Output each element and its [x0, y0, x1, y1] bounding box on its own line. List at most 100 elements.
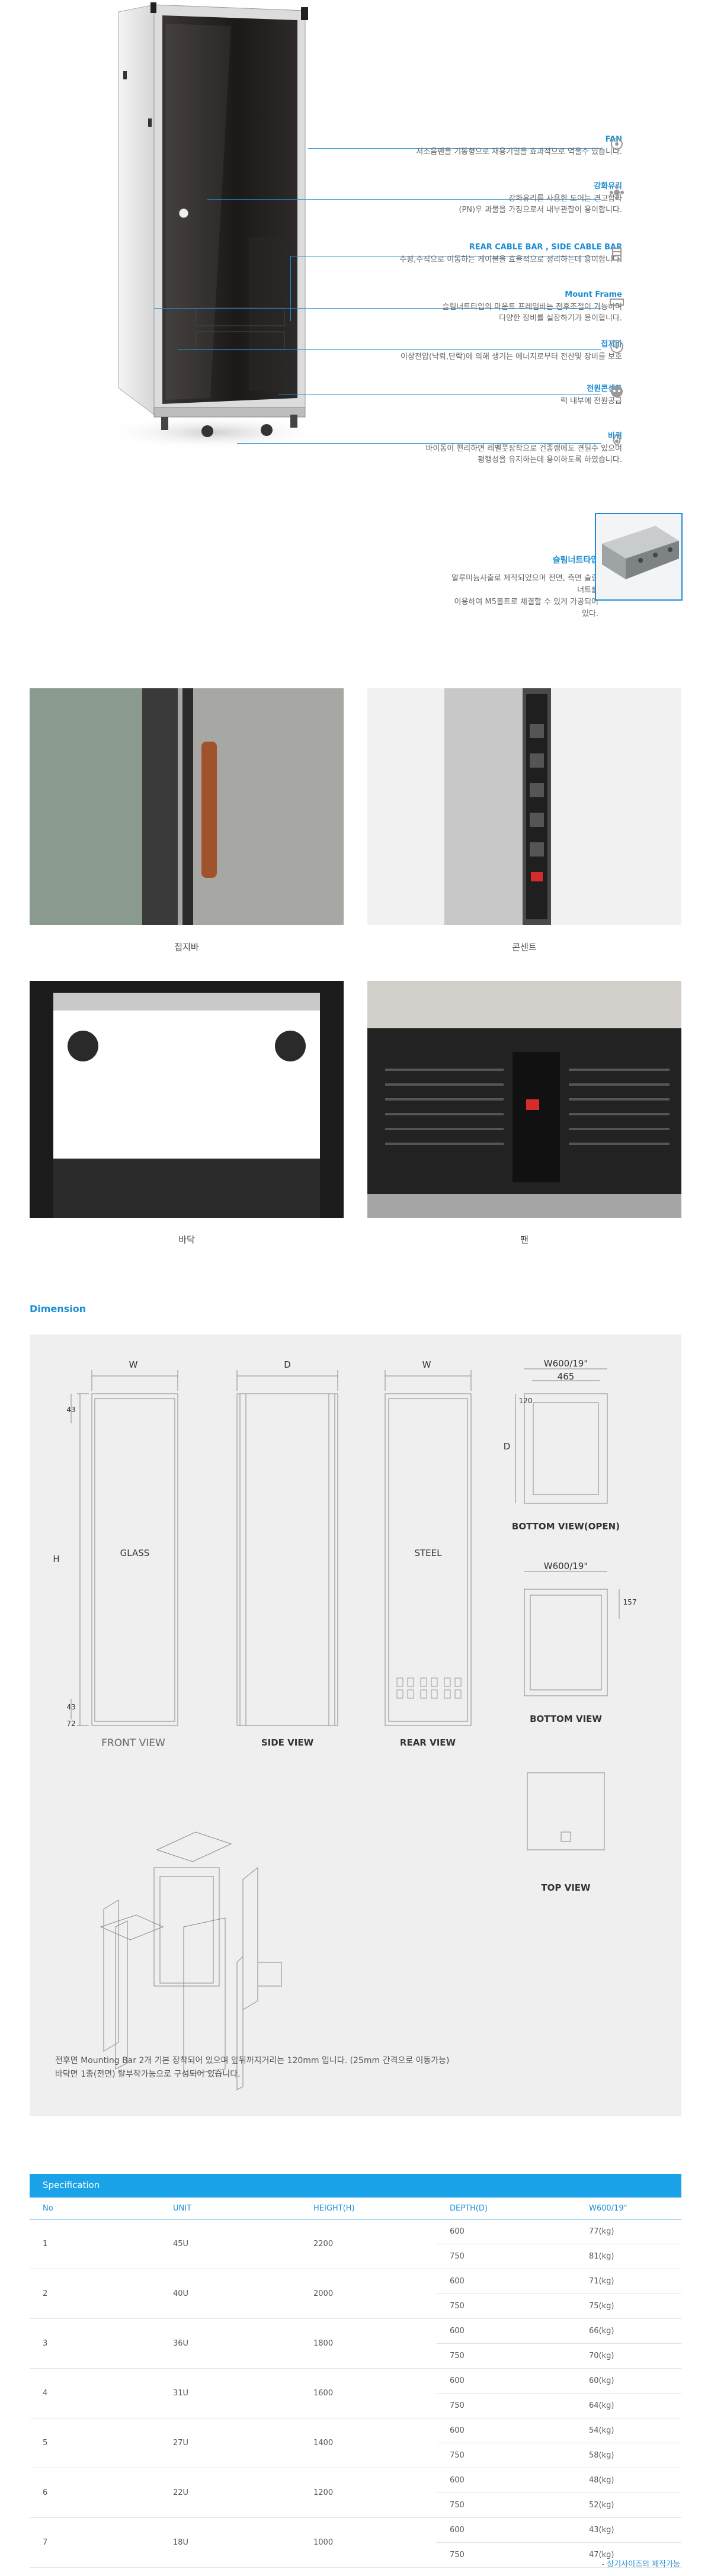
header-unit: UNIT — [160, 2198, 300, 2219]
cell-no: 3 — [30, 2318, 160, 2369]
feature-title: FAN — [605, 135, 622, 144]
cell-depth: 750 — [437, 2244, 576, 2269]
slim-nut-title: 슬림너트타입 — [552, 556, 598, 565]
cell-unit: 18U — [160, 2517, 300, 2568]
bottom-view-open-label: BOTTOM VIEW(OPEN) — [511, 1521, 620, 1532]
feature-desc: 랙 내부에 전원공급 — [561, 397, 622, 406]
cell-height: 2000 — [300, 2269, 437, 2319]
leader-line — [237, 443, 601, 444]
cell-weight: 48(kg) — [576, 2468, 681, 2493]
cell-depth: 750 — [437, 2443, 576, 2468]
cell-weight: 54(kg) — [576, 2418, 681, 2443]
spec-title-bar: Specification — [30, 2174, 681, 2198]
top-view-label: TOP VIEW — [541, 1882, 591, 1893]
cell-unit: 27U — [160, 2418, 300, 2468]
cell-unit: 45U — [160, 2219, 300, 2269]
mount-frame-icon — [609, 294, 624, 310]
feature-desc: 바이동이 편리하면 레벨풋장착으로 건종랭에도 견딜수 있으며 평행성을 유지하… — [425, 444, 622, 464]
mark-glass: GLASS — [120, 1548, 150, 1558]
cell-height: 1800 — [300, 2318, 437, 2369]
bottom-view-label: BOTTOM VIEW — [530, 1714, 602, 1724]
cell-no: 7 — [30, 2517, 160, 2568]
cell-depth: 750 — [437, 2492, 576, 2518]
dimension-title: Dimension — [30, 1303, 87, 1314]
mark-43: 43 — [66, 1406, 76, 1414]
feature-ground-bar: 접지바 이상전압(낙뢰,단락)에 의해 생기는 에너지로부터 전산및 장비를 보… — [314, 338, 622, 362]
photo-caption: 바닥 — [178, 1234, 195, 1245]
cell-depth: 750 — [437, 2293, 576, 2319]
cell-height: 1400 — [300, 2418, 437, 2468]
cell-no: 5 — [30, 2418, 160, 2468]
photo-bottom — [30, 981, 344, 1218]
cell-weight: 75(kg) — [576, 2293, 681, 2319]
cell-weight: 60(kg) — [576, 2368, 681, 2394]
mark-w600: W600/19" — [543, 1358, 588, 1369]
mark-465: 465 — [557, 1371, 575, 1382]
photo-outlet — [367, 688, 681, 925]
feature-desc: 강화유리를 사용한 도어는 견고함과 (PN)우 과물을 가징으로서 내부관찰이… — [459, 194, 622, 214]
mark-d: D — [503, 1441, 511, 1452]
cell-weight: 66(kg) — [576, 2318, 681, 2344]
mark-h: H — [53, 1554, 60, 1564]
mark-w: W — [422, 1359, 431, 1370]
cell-depth: 750 — [437, 2343, 576, 2369]
header-weight: W600/19" — [576, 2198, 681, 2219]
mark-d: D — [284, 1359, 291, 1370]
mark-120: 120 — [518, 1397, 533, 1405]
feature-desc: 이상전압(낙뢰,단락)에 의해 생기는 에너지로부터 전산및 장비를 보호 — [401, 352, 622, 361]
dimension-note: 전후면 Mounting Bar 2개 기본 장착되어 있으며 앞뒤까지거리는 … — [55, 2056, 450, 2079]
photo-caption: 팬 — [520, 1234, 529, 1245]
leader-line — [308, 148, 601, 149]
mark-43: 43 — [66, 1703, 76, 1711]
cell-weight: 81(kg) — [576, 2244, 681, 2269]
ground-icon — [609, 339, 624, 354]
photo-caption: 콘센트 — [512, 942, 537, 952]
fan-icon — [609, 136, 624, 152]
photo-fan — [367, 981, 681, 1218]
mark-w: W — [129, 1359, 138, 1370]
cell-height: 1000 — [300, 2517, 437, 2568]
cell-weight: 64(kg) — [576, 2393, 681, 2418]
cell-weight: 71(kg) — [576, 2269, 681, 2294]
cell-depth: 600 — [437, 2219, 576, 2244]
cell-depth: 750 — [437, 2542, 576, 2568]
cell-weight: 77(kg) — [576, 2219, 681, 2244]
cell-depth: 600 — [437, 2368, 576, 2394]
feature-desc: 저소음팬을 기동형으로 채용기열을 효과적으로 억울수 있습니다. — [416, 147, 622, 156]
cell-weight: 70(kg) — [576, 2343, 681, 2369]
dimension-diagram: W D W H 43 43 72 GLASS STEEL W600/19" 46… — [30, 1334, 681, 2116]
cell-depth: 600 — [437, 2318, 576, 2344]
spec-header-row: No UNIT HEIGHT(H) DEPTH(D) W600/19" — [30, 2198, 681, 2219]
cell-no: 1 — [30, 2219, 160, 2269]
feature-glass: 강화유리 강화유리를 사용한 도어는 견고함과 (PN)우 과물을 가징으로서 … — [314, 179, 622, 216]
leader-line — [290, 256, 291, 321]
caster-icon — [609, 432, 624, 448]
mark-w600: W600/19" — [543, 1561, 588, 1571]
leader-line — [207, 199, 601, 200]
cable-bar-icon — [609, 246, 624, 262]
header-depth: DEPTH(D) — [437, 2198, 576, 2219]
cell-unit: 31U — [160, 2368, 300, 2418]
outlet-icon — [609, 384, 624, 399]
cell-depth: 600 — [437, 2517, 576, 2543]
cell-weight: 58(kg) — [576, 2443, 681, 2468]
cell-height: 1600 — [300, 2368, 437, 2418]
cell-depth: 750 — [437, 2393, 576, 2418]
feature-desc: 슬림너트타입의 마운트 프레임바는 전후조절이 가능하며 다양한 장비를 실장하… — [442, 303, 622, 323]
cell-height: 2200 — [300, 2219, 437, 2269]
feature-mount-frame: Mount Frame 슬림너트타입의 마운트 프레임바는 전후조절이 가능하며… — [314, 290, 622, 324]
custom-size-note: - 상기사이즈외 제작가능 — [601, 2560, 680, 2569]
feature-title: REAR CABLE BAR , SIDE CABLE BAR — [469, 243, 622, 252]
cell-unit: 22U — [160, 2468, 300, 2518]
